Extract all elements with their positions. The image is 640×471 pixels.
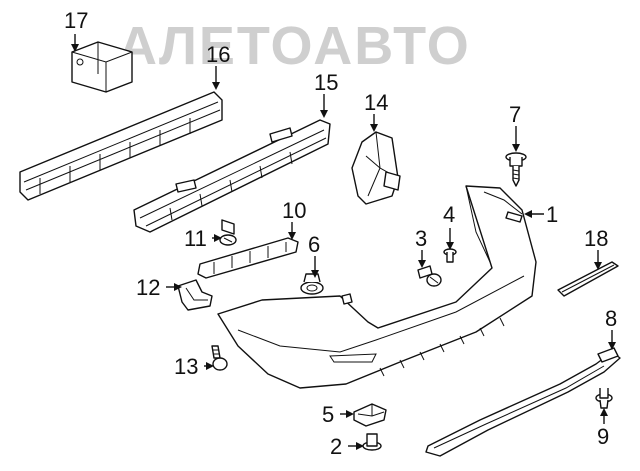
part-push-clip-4[interactable] [443,248,457,263]
callout-14: 14 [364,90,388,115]
part-bumper-cover-1[interactable] [217,185,537,389]
part-bolt-13[interactable] [211,345,228,371]
callout-9: 9 [597,424,609,449]
callout-4: 4 [443,202,455,227]
part-reinforcement-beam-16[interactable] [19,91,223,201]
callout-7: 7 [509,102,521,127]
part-fastener-9[interactable] [595,388,613,409]
watermark-logo: AЛЕТОАВТО [118,16,471,76]
part-bolt-11[interactable] [219,219,237,246]
callout-6: 6 [308,232,320,257]
callout-12: 12 [136,275,160,300]
part-bolt-3[interactable] [417,265,442,287]
callout-15: 15 [314,70,338,95]
part-clip-6[interactable] [300,273,324,295]
part-lower-trim-8[interactable] [425,347,621,457]
part-side-bracket-14[interactable] [351,131,401,205]
callout-13: 13 [174,354,198,379]
callout-10: 10 [282,198,306,223]
part-molding-18[interactable] [557,261,619,297]
callout-5: 5 [322,402,334,427]
part-bracket-12[interactable] [177,279,213,311]
part-rivet-2[interactable] [362,433,382,451]
part-bracket-5[interactable] [353,403,387,427]
callout-8: 8 [605,306,617,331]
callout-3: 3 [415,226,427,251]
callout-17: 17 [64,8,88,33]
callout-2: 2 [330,434,342,459]
part-bracket-strip-10[interactable] [197,237,299,279]
part-energy-absorber-15[interactable] [133,119,331,233]
part-bracket-17[interactable] [71,41,133,93]
callout-11: 11 [184,226,207,251]
callout-1: 1 [546,202,558,227]
callout-16: 16 [206,42,230,67]
callout-18: 18 [584,226,608,251]
part-screw-7[interactable] [505,152,527,187]
